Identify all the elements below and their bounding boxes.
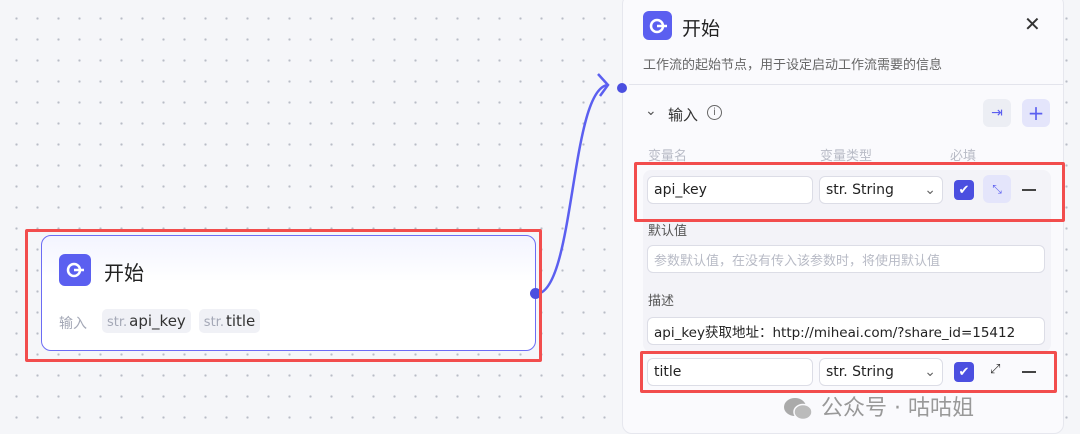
remove-variable-button[interactable] [1022,371,1036,373]
highlight-box [634,162,1065,222]
description-label: 描述 [648,294,675,309]
input-handle[interactable] [617,83,627,93]
input-chip: str.title [198,309,261,333]
node-title: 开始 [104,261,144,285]
chevron-down-icon: ⌄ [924,182,936,198]
chevron-down-icon: ⌄ [924,364,936,380]
start-icon [643,11,672,40]
import-button[interactable]: ⇥ [983,99,1011,127]
wechat-icon [784,398,813,421]
variable-name-input[interactable]: api_key [647,176,813,204]
remove-variable-button[interactable] [1022,189,1036,191]
column-header-required: 必填 [950,149,977,164]
default-value-label: 默认值 [648,224,688,239]
start-node[interactable]: 开始 输入 str.api_key str.title [41,235,541,351]
collapse-button[interactable]: ⤡ [983,175,1011,203]
import-icon: ⇥ [991,105,1003,121]
node-inputs-label: 输入 [59,316,87,332]
highlight-box [640,351,1057,393]
variable-name-input[interactable]: title [647,358,813,386]
edge-connector [535,73,610,296]
description-input[interactable]: api_key获取地址：http://miheai.com/?share_id=… [647,317,1045,345]
default-value-input[interactable]: 参数默认值，在没有传入该参数时，将使用默认值 [647,245,1045,273]
variable-type-select[interactable]: str. String⌄ [819,176,943,204]
divider [629,84,1063,85]
chevron-down-icon[interactable]: ⌄ [645,103,657,119]
required-checkbox[interactable]: ✔ [954,180,974,200]
close-icon[interactable]: ✕ [1024,12,1041,36]
expand-icon[interactable]: ⤢ [990,362,1001,377]
input-chip: str.api_key [102,309,191,333]
highlight-box [25,229,542,362]
section-label: 输入 [668,106,699,124]
variable-type-select[interactable]: str. String⌄ [819,358,943,386]
required-checkbox[interactable]: ✔ [954,362,974,382]
add-variable-button[interactable]: + [1022,99,1050,127]
output-handle[interactable] [530,288,541,299]
column-header-name: 变量名 [648,149,688,164]
start-icon [59,254,91,286]
column-header-type: 变量类型 [820,149,873,164]
panel-title: 开始 [682,18,721,40]
panel-description: 工作流的起始节点，用于设定启动工作流需要的信息 [643,58,943,73]
watermark: 公众号 · 咕咕姐 [783,395,974,423]
info-icon[interactable]: i [707,105,722,120]
